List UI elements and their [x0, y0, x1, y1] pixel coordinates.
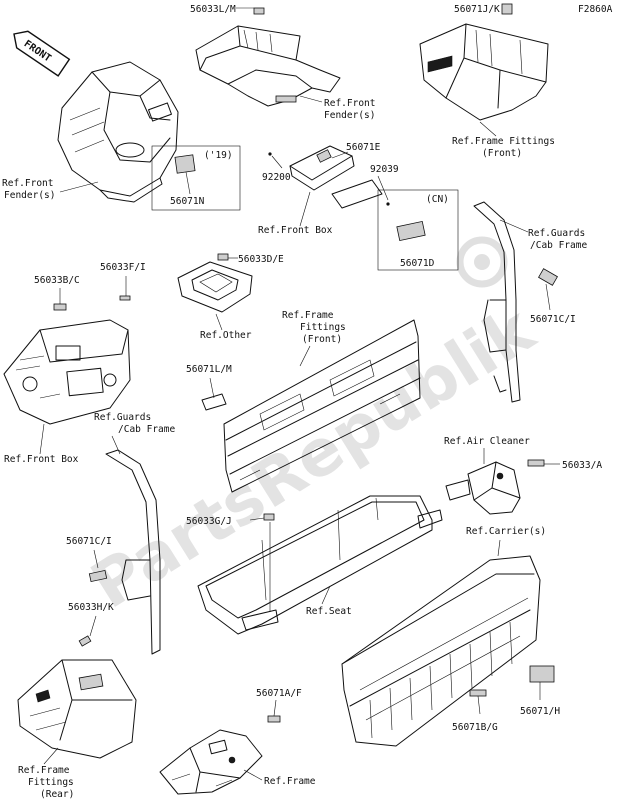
label-ref-front-fenders-2a: Ref.Front [324, 98, 375, 109]
top-fender-drawing [195, 25, 341, 107]
label-56071af: 56071A/F [256, 688, 302, 699]
clip-icon [386, 202, 390, 206]
front-box-sticker-plate [331, 179, 383, 209]
label-56033bc: 56033B/C [34, 275, 80, 286]
variant-box-19 [151, 145, 241, 211]
label-56071ci-2: 56071C/I [66, 536, 112, 547]
label-ref-frame-fittings-rear-c: (Rear) [40, 789, 74, 800]
label-ref-frame-fittings-front-b: (Front) [482, 148, 522, 159]
diagram-code: F2860A [578, 4, 613, 15]
label-ref-frame-fittings-fr-c: (Front) [302, 334, 342, 345]
label-ref-guards-1b: /Cab Frame [530, 240, 587, 251]
sticker-56033a [527, 459, 545, 467]
label-92039: 92039 [370, 164, 399, 175]
label-ref-seat: Ref.Seat [306, 606, 352, 617]
sticker-56033gj [263, 513, 275, 521]
label-ref-frame-fittings-fr-a: Ref.Frame [282, 310, 334, 321]
carrier-tailgate-drawing [341, 555, 541, 747]
label-56071bg: 56071B/G [452, 722, 498, 733]
label-56071h: 56071/H [520, 706, 560, 717]
other-tray-drawing [177, 261, 253, 313]
label-ref-front-box-1: Ref.Front Box [258, 225, 333, 236]
front-fender-drawing [57, 61, 179, 203]
sticker-56071d [396, 220, 426, 242]
label-ref-guards-2a: Ref.Guards [94, 412, 151, 423]
sticker-56033fi [119, 295, 131, 301]
sticker-56071jk [501, 3, 513, 15]
sticker-56033hk [78, 635, 92, 647]
rear-frame-fittings-drawing [17, 659, 137, 759]
label-92200: 92200 [262, 172, 291, 183]
label-19: ('19) [204, 150, 233, 161]
label-56071lm: 56071L/M [186, 364, 232, 375]
sticker-56033de [217, 253, 229, 261]
ref-frame-drawing [159, 729, 263, 795]
label-56033lm: 56033L/M [190, 4, 236, 15]
label-56033de: 56033D/E [238, 254, 284, 265]
sticker-56071ci-1 [538, 268, 558, 286]
label-56033hk: 56033H/K [68, 602, 114, 613]
label-56071n: 56071N [170, 196, 205, 207]
watermark-gear-icon [456, 236, 508, 288]
screw-icon [268, 152, 272, 156]
sticker-56033bc [53, 303, 67, 311]
cab-frame-right-drawing [473, 201, 521, 403]
label-ref-guards-2b: /Cab Frame [118, 424, 175, 435]
label-ref-frame: Ref.Frame [264, 776, 316, 787]
sticker-56071af [267, 715, 281, 723]
label-56071e: 56071E [346, 142, 381, 153]
label-56071jk: 56071J/K [454, 4, 500, 15]
label-ref-guards-1a: Ref.Guards [528, 228, 585, 239]
label-56033gj: 56033G/J [186, 516, 232, 527]
label-cn: (CN) [426, 194, 449, 205]
frame-fittings-front-drawing [419, 23, 549, 121]
sticker-56033lm [253, 7, 265, 15]
seat-frame-drawing [197, 495, 443, 635]
sticker-56071h [529, 665, 555, 683]
label-56033fi: 56033F/I [100, 262, 146, 273]
label-ref-frame-fittings-front-a: Ref.Frame Fittings [452, 136, 555, 147]
label-ref-frame-fittings-fr-b: Fittings [300, 322, 346, 333]
label-56071d: 56071D [400, 258, 435, 269]
front-box-lid-drawing [289, 145, 355, 191]
label-ref-front-box-2: Ref.Front Box [4, 454, 79, 465]
variant-box-cn [377, 189, 459, 271]
label-ref-front-fenders-1b: Fender(s) [4, 190, 55, 201]
label-ref-air-cleaner: Ref.Air Cleaner [444, 436, 530, 447]
sticker-56071ci-2 [88, 569, 108, 583]
frame-fittings-panel-drawing [223, 319, 421, 493]
sticker-56071bg [469, 689, 487, 697]
label-ref-front-fenders-1a: Ref.Front [2, 178, 53, 189]
air-cleaner-drawing [445, 461, 521, 515]
label-ref-front-fenders-2b: Fender(s) [324, 110, 375, 121]
cab-frame-left-drawing [105, 449, 161, 655]
sticker-56071lm [201, 393, 227, 411]
label-56071ci-1: 56071C/I [530, 314, 576, 325]
label-ref-other: Ref.Other [200, 330, 252, 341]
label-sticker-56071n [174, 154, 196, 174]
label-ref-frame-fittings-rear-a: Ref.Frame [18, 765, 70, 776]
sticker-front-fender [275, 95, 297, 103]
label-56033a: 56033/A [562, 460, 602, 471]
label-ref-frame-fittings-rear-b: Fittings [28, 777, 74, 788]
front-box-dashboard-drawing [3, 319, 131, 425]
front-arrow-icon: FRONT [13, 30, 71, 77]
label-ref-carriers: Ref.Carrier(s) [466, 526, 546, 537]
